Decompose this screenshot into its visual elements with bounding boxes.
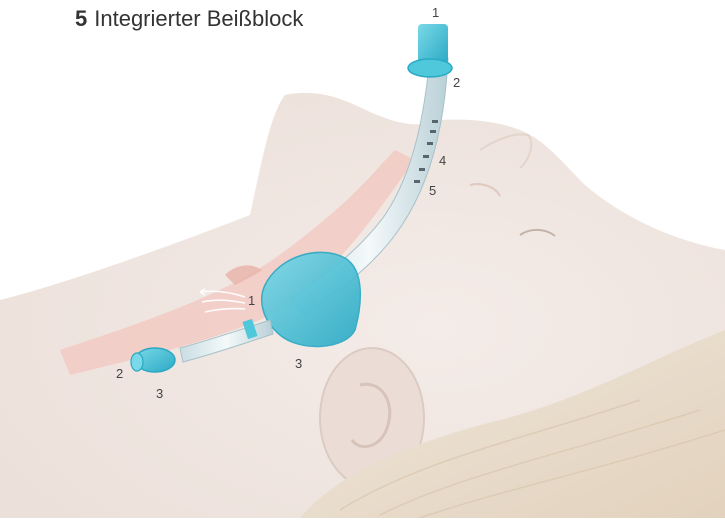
tube-connector-ring [408, 59, 452, 77]
tube-connector [418, 24, 448, 64]
legend-item: 5 Integrierter Beißblock [75, 6, 303, 32]
callout-1-top: 1 [432, 6, 439, 19]
legend-number: 5 [75, 6, 87, 31]
callout-1-airflow: 1 [248, 294, 255, 307]
callout-3-tip: 3 [156, 387, 163, 400]
tip-cap [131, 353, 143, 371]
legend-text: Integrierter Beißblock [94, 6, 303, 31]
callout-5: 5 [429, 184, 436, 197]
callout-2-tip: 2 [116, 367, 123, 380]
callout-2-top: 2 [453, 76, 460, 89]
callout-3-mask: 3 [295, 357, 302, 370]
callout-4: 4 [439, 154, 446, 167]
